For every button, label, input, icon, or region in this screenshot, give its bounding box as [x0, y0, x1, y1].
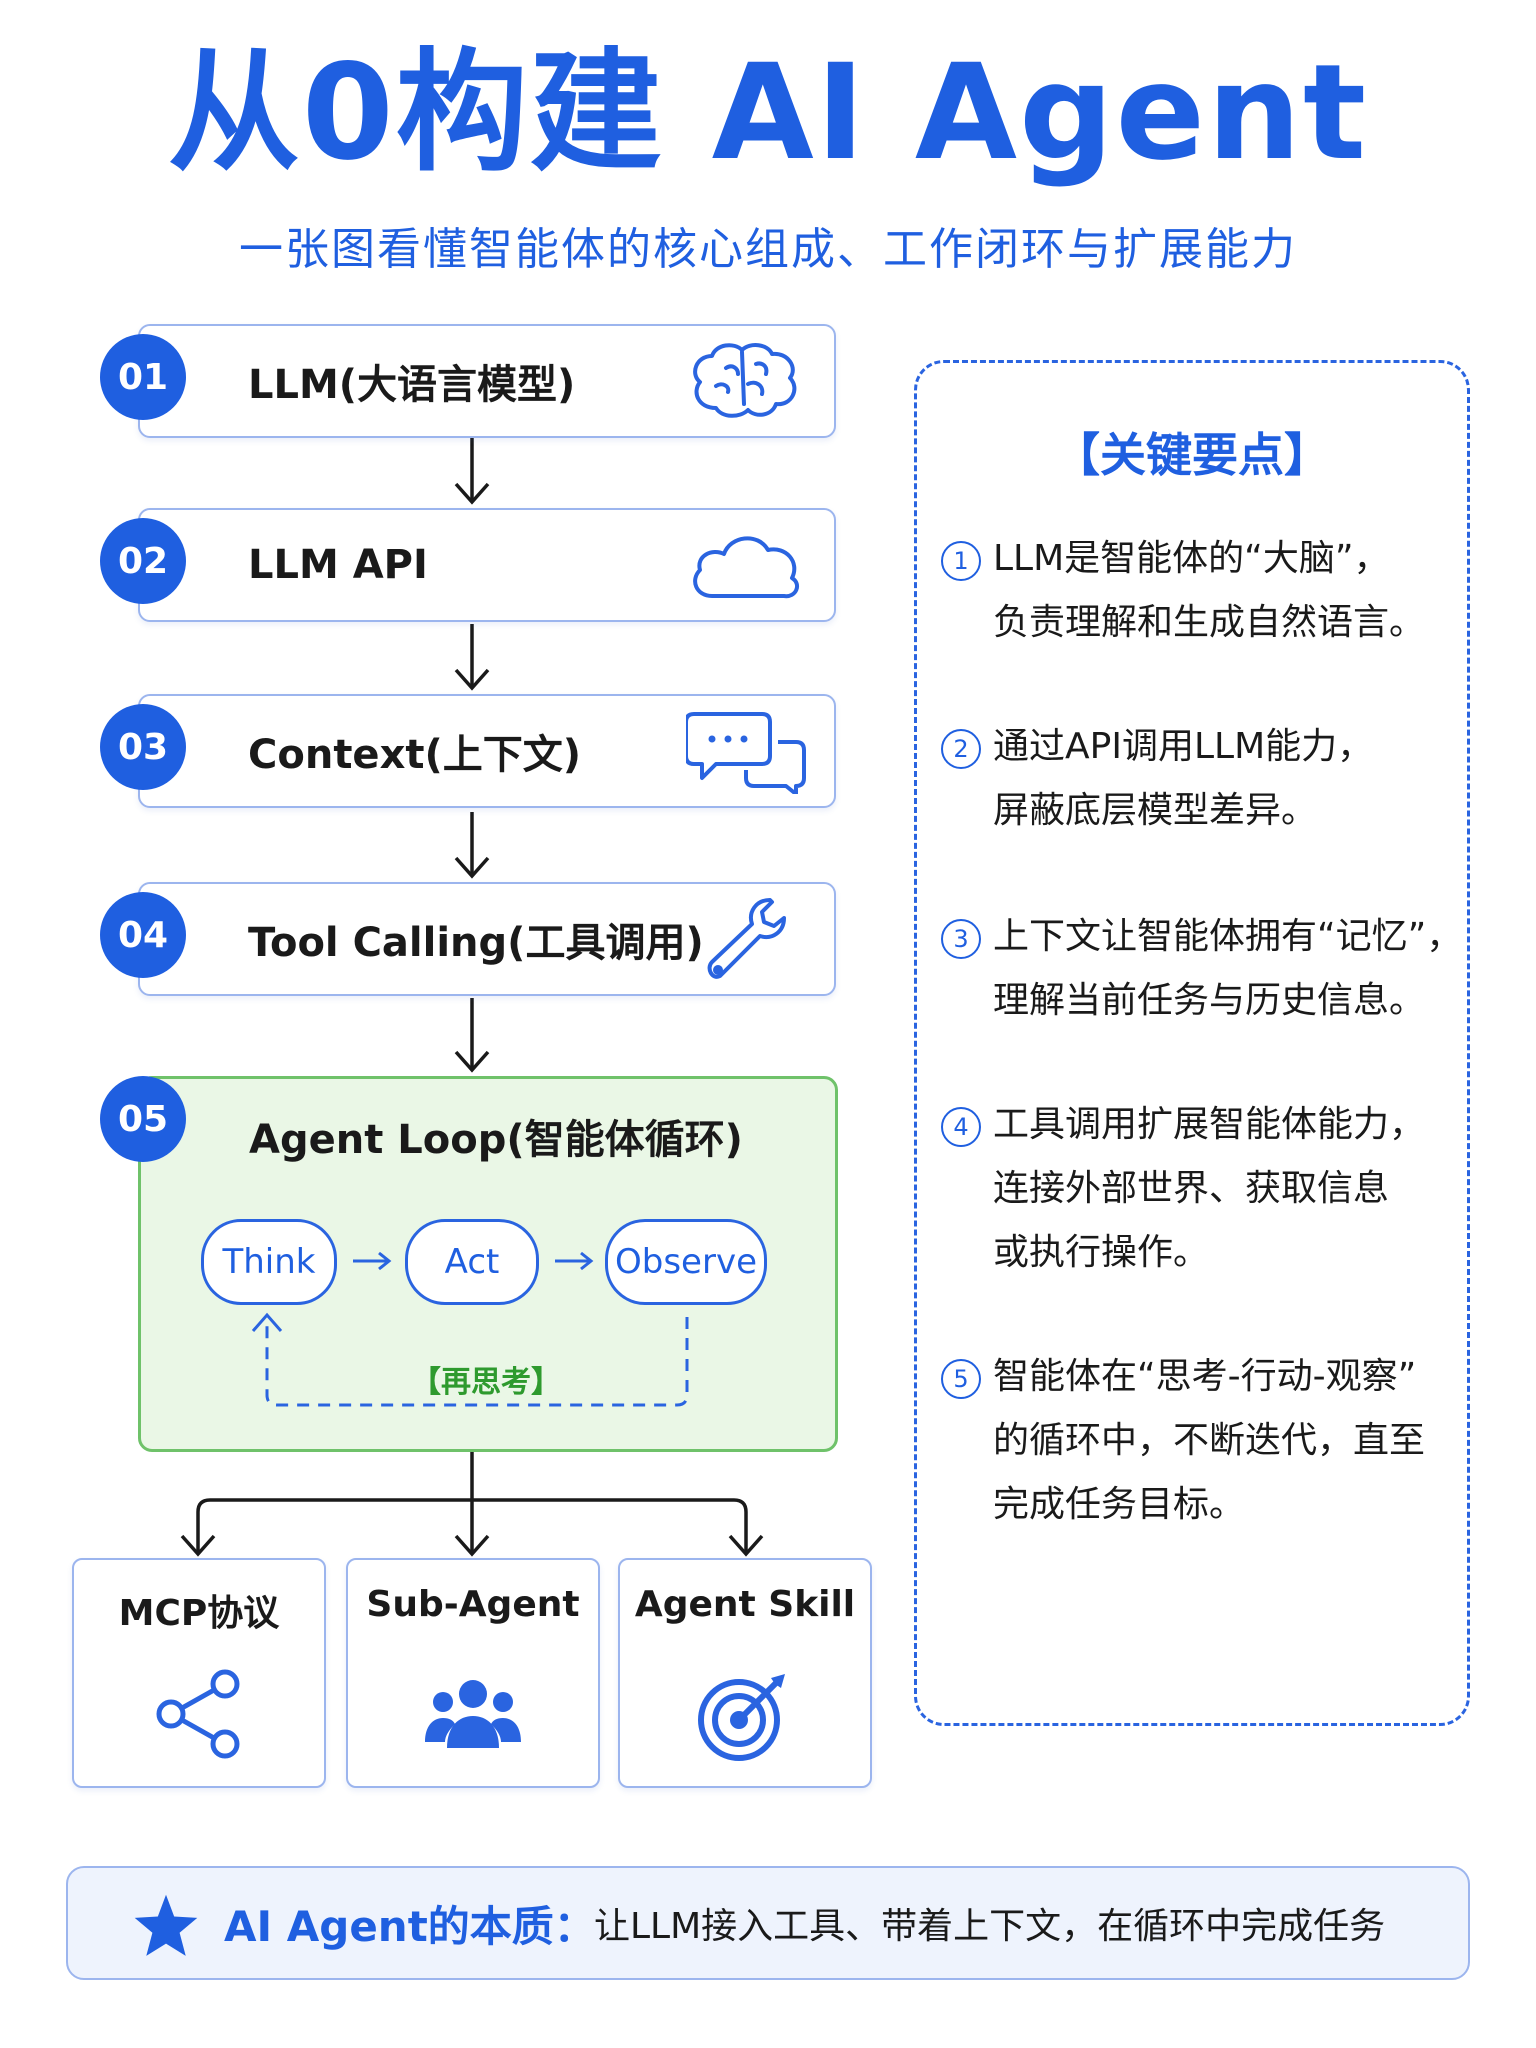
- key-point-4-line-3: 或执行操作。: [993, 1232, 1210, 1273]
- step-01-label: LLM(大语言模型): [248, 362, 576, 408]
- page-subtitle: 一张图看懂智能体的核心组成、工作闭环与扩展能力: [239, 224, 1297, 275]
- essence-value: 让LLM接入工具、带着上下文，在循环中完成任务: [594, 1906, 1386, 1947]
- key-point-3-num: 3: [941, 919, 981, 959]
- key-points-panel: 【关键要点】 1 LLM是智能体的“大脑”， 负责理解和生成自然语言。 2 通过…: [914, 360, 1470, 1726]
- key-point-5-line-2: 的循环中，不断迭代，直至: [993, 1420, 1426, 1461]
- step-03-label: Context(上下文): [248, 732, 582, 778]
- step-03-badge: 03: [100, 704, 186, 790]
- share-icon: [156, 1669, 240, 1759]
- key-point-1-line-2: 负责理解和生成自然语言。: [993, 602, 1426, 643]
- rethink-label: 【再思考】: [411, 1365, 561, 1400]
- essence-banner: AI Agent的本质： 让LLM接入工具、带着上下文，在循环中完成任务: [66, 1866, 1470, 1980]
- ext-subagent-box: Sub-Agent: [346, 1558, 600, 1788]
- ext-mcp-label: MCP协议: [118, 1593, 280, 1634]
- observe-node: Observe: [605, 1219, 767, 1305]
- key-point-4-num: 4: [941, 1107, 981, 1147]
- loop-arrows: [251, 1251, 689, 1407]
- agent-loop-box: Agent Loop(智能体循环) Think Act Observe 【再思考…: [138, 1076, 838, 1452]
- arrow-to-mcp: [196, 1498, 472, 1552]
- ext-subagent-label: Sub-Agent: [366, 1584, 580, 1625]
- step-02-label: LLM API: [248, 542, 428, 588]
- step-01-box: LLM(大语言模型): [138, 324, 836, 438]
- step-04-box: Tool Calling(工具调用): [138, 882, 836, 996]
- ext-mcp-box: MCP协议: [72, 1558, 326, 1788]
- agent-loop-title: Agent Loop(智能体循环): [249, 1117, 743, 1163]
- key-point-2-line-2: 屏蔽底层模型差异。: [993, 790, 1318, 831]
- target-icon: [698, 1674, 785, 1761]
- cloud-icon: [693, 536, 800, 599]
- think-node: Think: [201, 1219, 337, 1305]
- team-icon: [425, 1680, 521, 1748]
- key-point-4-line-1: 工具调用扩展智能体能力，: [993, 1104, 1426, 1145]
- key-point-4-line-2: 连接外部世界、获取信息: [993, 1168, 1390, 1209]
- ext-skill-label: Agent Skill: [634, 1584, 856, 1625]
- step-02-box: LLM API: [138, 508, 836, 622]
- key-point-2-line-1: 通过API调用LLM能力，: [993, 726, 1374, 767]
- ext-skill-box: Agent Skill: [618, 1558, 872, 1788]
- step-03-box: Context(上下文): [138, 694, 836, 808]
- step-01-badge: 01: [100, 334, 186, 420]
- star-icon: [134, 1894, 198, 1956]
- step-05-badge: 05: [100, 1076, 186, 1162]
- wrench-icon: [707, 898, 786, 979]
- act-node: Act: [405, 1219, 539, 1305]
- key-point-3-line-2: 理解当前任务与历史信息。: [993, 980, 1426, 1021]
- key-point-5-line-1: 智能体在“思考-行动-观察”: [993, 1356, 1417, 1397]
- essence-key: AI Agent的本质：: [224, 1901, 596, 1951]
- key-points-title: 【关键要点】: [1054, 428, 1330, 482]
- step-02-badge: 02: [100, 518, 186, 604]
- page-title: 从0构建 AI Agent: [167, 36, 1369, 190]
- key-point-3-line-1: 上下文让智能体拥有“记忆”，: [993, 916, 1463, 957]
- key-point-5-line-3: 完成任务目标。: [993, 1484, 1246, 1525]
- key-point-1-num: 1: [941, 541, 981, 581]
- key-point-1-line-1: LLM是智能体的“大脑”，: [993, 538, 1390, 579]
- step-04-label: Tool Calling(工具调用): [248, 920, 704, 966]
- arrow-to-skill: [472, 1498, 748, 1552]
- brain-icon: [693, 343, 797, 418]
- chat-bubbles-icon: [686, 712, 806, 794]
- key-point-5-num: 5: [941, 1359, 981, 1399]
- key-point-2-num: 2: [941, 729, 981, 769]
- step-04-badge: 04: [100, 892, 186, 978]
